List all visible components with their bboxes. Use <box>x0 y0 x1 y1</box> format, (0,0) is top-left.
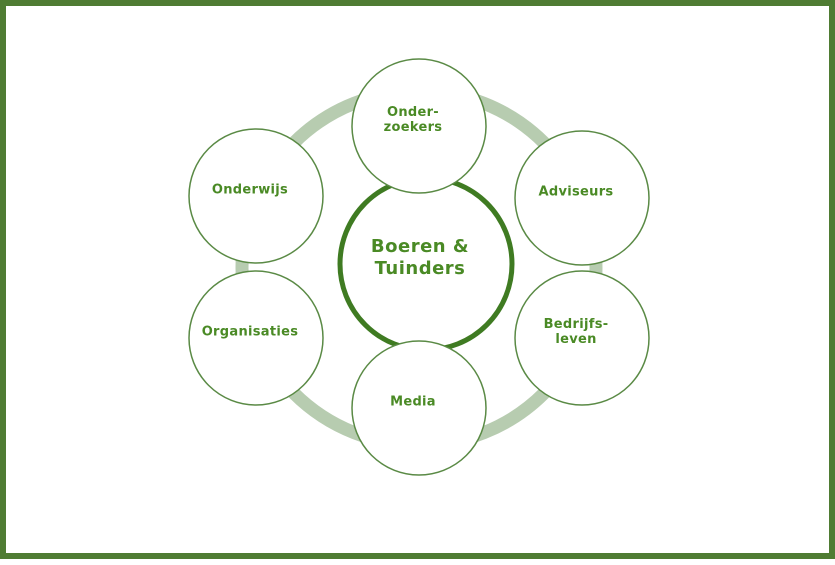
node-onderwijs-circle <box>188 128 324 264</box>
node-label-adviseurs: Adviseurs <box>538 184 614 200</box>
node-label-onderwijs: Onderwijs <box>211 182 289 198</box>
node-label-organisaties: Organisaties <box>201 324 299 340</box>
node-label-media: Media <box>390 394 436 410</box>
node-label-onderzoekers: Onder- zoekers <box>383 105 443 135</box>
node-adviseurs-circle <box>514 130 650 266</box>
node-onderzoekers-circle <box>351 58 487 194</box>
center-label: Boeren & Tuinders <box>370 236 470 279</box>
node-media-circle <box>351 340 487 476</box>
node-bedrijfsleven-circle <box>514 270 650 406</box>
cycle-diagram <box>188 58 650 476</box>
node-organisaties-circle <box>188 270 324 406</box>
node-label-bedrijfsleven: Bedrijfs- leven <box>543 317 609 347</box>
